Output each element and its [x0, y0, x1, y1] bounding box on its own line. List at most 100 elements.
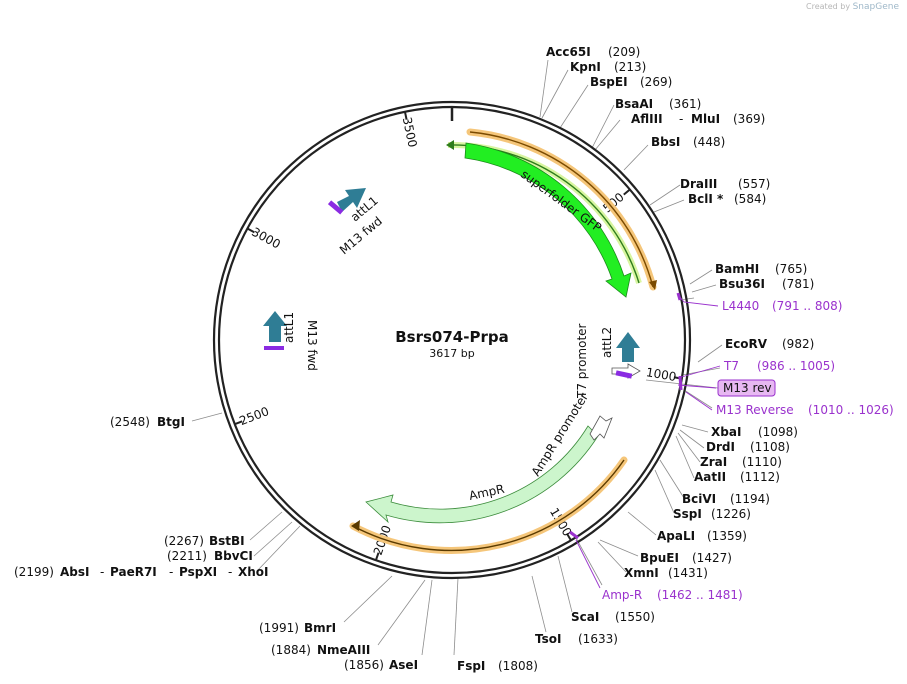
enzyme-position: (448)	[693, 135, 725, 149]
ruler-label: 3000	[249, 225, 283, 252]
enzyme-name[interactable]: Acc65I	[546, 45, 591, 59]
enzyme-name[interactable]: AseI	[389, 658, 418, 672]
primer-name[interactable]: Amp-R	[602, 588, 642, 602]
enzyme-name[interactable]: NmeAIII	[317, 643, 370, 657]
enzyme-name[interactable]: Bsu36I	[719, 277, 765, 291]
credit-brand: SnapGene	[852, 2, 899, 12]
enzyme-position: (557)	[738, 177, 770, 191]
enzyme-name[interactable]: AatII	[694, 470, 726, 484]
gfp-orf-arrowhead	[649, 280, 657, 290]
ampr-orf-arrowhead	[351, 520, 360, 531]
enzyme-position: (584)	[734, 192, 766, 206]
enzyme-name[interactable]: BmrI	[304, 621, 336, 635]
enzyme-position: (1884)	[271, 643, 311, 657]
enzyme-position: (1431)	[668, 566, 708, 580]
svg-text:-: -	[228, 565, 232, 579]
enzyme-position: (1633)	[578, 632, 618, 646]
attl2-label: attL2	[600, 327, 614, 358]
enzyme-name[interactable]: PaeR7I	[110, 565, 157, 579]
ampr-promoter-feature[interactable]	[589, 415, 613, 441]
enzyme-name[interactable]: MluI	[691, 112, 720, 126]
primer-labels: L4440 (791 .. 808) T7 (986 .. 1005) M13 …	[602, 299, 894, 602]
enzyme-name[interactable]: XmnI	[624, 566, 659, 580]
enzyme-name[interactable]: XhoI	[238, 565, 269, 579]
attl1-upper-feature[interactable]	[337, 188, 366, 212]
primer-name[interactable]: L4440	[722, 299, 759, 313]
ruler-label: 3500	[400, 116, 420, 149]
credit-prefix: Created by	[806, 2, 851, 11]
gfp-orf-line	[469, 131, 654, 288]
enzyme-name[interactable]: SspI	[673, 507, 702, 521]
enzyme-position: (1856)	[344, 658, 384, 672]
enzyme-position: (765)	[775, 262, 807, 276]
attl2-feature[interactable]	[616, 332, 640, 362]
enzyme-name[interactable]: ScaI	[571, 610, 599, 624]
svg-text:-: -	[100, 565, 104, 579]
ruler-tick	[234, 420, 243, 426]
attl1-left-feature[interactable]	[263, 311, 287, 342]
t7-promoter-label: T7 promoter	[575, 323, 589, 399]
enzyme-separator: -	[679, 112, 683, 126]
enzyme-name[interactable]: BclI *	[688, 192, 724, 206]
m13-fwd-left-label: M13 fwd	[305, 320, 319, 371]
enzyme-position: (369)	[733, 112, 765, 126]
enzyme-name[interactable]: DrdI	[706, 440, 735, 454]
enzyme-name[interactable]: BpuEI	[640, 551, 679, 565]
t7-promoter-feature[interactable]	[611, 363, 641, 379]
primer-range: (986 .. 1005)	[757, 359, 835, 373]
primer-name[interactable]: T7	[723, 359, 739, 373]
enzyme-name[interactable]: KpnI	[570, 60, 601, 74]
enzyme-position: (1427)	[692, 551, 732, 565]
enzyme-labels: Acc65I (209) KpnI (213) BspEI (269) BsaA…	[14, 45, 814, 673]
enzyme-name[interactable]: BbvCI	[214, 549, 253, 563]
enzyme-position: (1110)	[742, 455, 782, 469]
attl1-left-label: attL1	[282, 312, 296, 343]
enzyme-position: (1108)	[750, 440, 790, 454]
enzyme-position: (2199)	[14, 565, 54, 579]
enzyme-name[interactable]: BamHI	[715, 262, 759, 276]
enzyme-name[interactable]: BspEI	[590, 75, 628, 89]
primer-name[interactable]: M13 Reverse	[716, 403, 794, 417]
enzyme-name[interactable]: BsaAI	[615, 97, 653, 111]
ruler-tick	[374, 552, 380, 561]
enzyme-name[interactable]: DraIII	[680, 177, 717, 191]
enzyme-name[interactable]: EcoRV	[725, 337, 768, 351]
ampr-feature[interactable]	[365, 425, 599, 524]
primer-name[interactable]: M13 rev	[723, 381, 772, 395]
enzyme-name[interactable]: ZraI	[700, 455, 727, 469]
enzyme-position: (982)	[782, 337, 814, 351]
enzyme-name[interactable]: TsoI	[535, 632, 561, 646]
enzyme-position: (2211)	[167, 549, 207, 563]
primer-range: (1010 .. 1026)	[808, 403, 894, 417]
primer-range: (1462 .. 1481)	[657, 588, 743, 602]
enzyme-name[interactable]: FspI	[457, 659, 485, 673]
enzyme-name[interactable]: AbsI	[60, 565, 89, 579]
enzyme-name[interactable]: BstBI	[209, 534, 245, 548]
enzyme-name[interactable]: ApaLI	[657, 529, 695, 543]
snapgene-credit: Created by SnapGene	[806, 2, 899, 12]
enzyme-name[interactable]: BbsI	[651, 135, 680, 149]
enzyme-position: (269)	[640, 75, 672, 89]
enzyme-name[interactable]: BtgI	[157, 415, 185, 429]
ruler-tick	[566, 532, 572, 541]
enzyme-leader-lines	[191, 59, 723, 656]
enzyme-name[interactable]: PspXI	[179, 565, 217, 579]
ruler-label: 2500	[237, 404, 271, 428]
enzyme-position: (209)	[608, 45, 640, 59]
enzyme-position: (1098)	[758, 425, 798, 439]
enzyme-name[interactable]: BciVI	[682, 492, 716, 506]
enzyme-position: (1808)	[498, 659, 538, 673]
superfolder-gfp-feature[interactable]	[464, 142, 632, 298]
enzyme-position: (1112)	[740, 470, 780, 484]
enzyme-name[interactable]: AflIII	[631, 112, 663, 126]
enzyme-position: (2548)	[110, 415, 150, 429]
ruler-tick	[623, 188, 631, 196]
enzyme-position: (1194)	[730, 492, 770, 506]
enzyme-position: (1991)	[259, 621, 299, 635]
m13-rev-primer-site	[615, 370, 633, 379]
enzyme-position: (2267)	[164, 534, 204, 548]
enzyme-position: (361)	[669, 97, 701, 111]
enzyme-name[interactable]: XbaI	[711, 425, 741, 439]
m13-fwd-left-primer	[264, 346, 284, 350]
